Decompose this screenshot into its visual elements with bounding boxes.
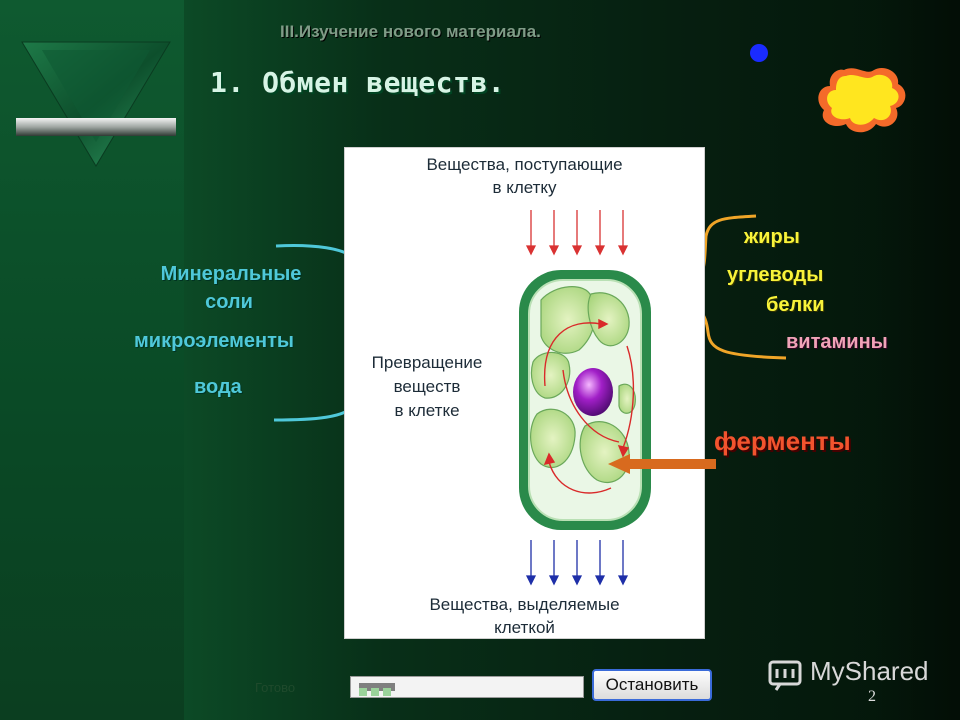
page-number: 2 <box>868 688 876 705</box>
caption-transformation-1: Превращение <box>371 353 483 372</box>
caption-outgoing-2: клеткой <box>494 618 555 637</box>
caption-transformation-3: в клетке <box>394 401 460 420</box>
sun-blob-icon <box>818 67 906 133</box>
cell-icon <box>519 270 651 530</box>
caption-incoming-1: Вещества, поступающие <box>426 155 623 174</box>
label-microelements: микроэлементы <box>134 330 294 352</box>
label-water: вода <box>194 376 242 398</box>
triangle-emblem-icon <box>16 41 176 167</box>
section-title: III.Изучение нового материала. <box>280 22 541 41</box>
stop-button[interactable]: Остановить <box>592 669 712 701</box>
watermark-text: MyShared <box>810 656 929 686</box>
blue-dot-icon <box>750 44 768 62</box>
incoming-arrows-icon <box>525 210 629 256</box>
loading-progress-bar <box>350 676 584 698</box>
topic-title: 1. Обмен веществ. <box>210 66 506 99</box>
label-carbs: углеводы <box>727 264 824 286</box>
label-fats: жиры <box>744 226 800 248</box>
myshared-logo-icon <box>768 660 802 691</box>
outgoing-arrows-icon <box>525 540 629 586</box>
label-minerals: Минеральные <box>160 263 302 285</box>
label-vitamins: витамины <box>786 331 888 353</box>
label-salts: соли <box>205 291 253 313</box>
player-status: Готово <box>255 680 296 695</box>
caption-outgoing-1: Вещества, выделяемые <box>429 595 620 614</box>
caption-incoming-2: в клетку <box>492 178 557 197</box>
label-proteins: белки <box>766 294 825 316</box>
progress-fill <box>359 683 395 696</box>
enzymes-arrow-icon <box>608 454 716 474</box>
caption-transformation-2: веществ <box>393 377 461 396</box>
label-enzymes: ферменты <box>714 426 851 456</box>
cell-metabolism-diagram: Вещества, поступающие в клетку Превращен… <box>344 147 705 639</box>
